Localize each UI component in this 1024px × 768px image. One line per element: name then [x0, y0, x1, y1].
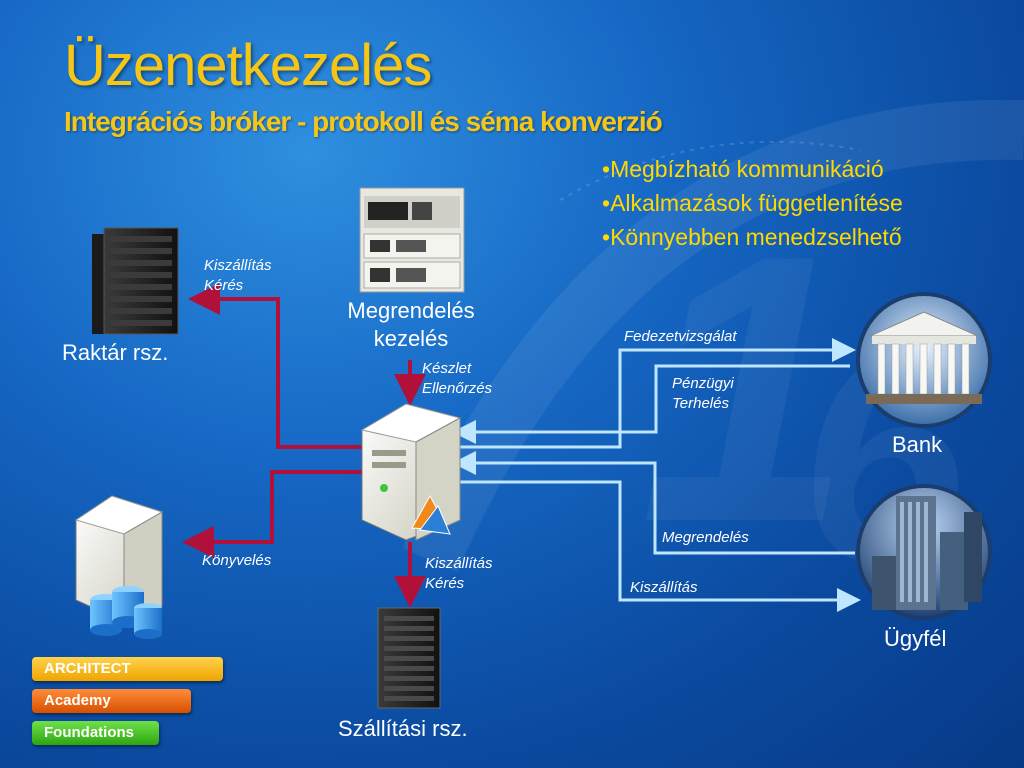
- order-processing-label-line2: kezelés: [373, 326, 449, 351]
- broker-server-icon: [360, 403, 462, 541]
- edge-label-accounting: Könyvelés: [202, 552, 272, 569]
- order-processing-equipment-icon: [359, 187, 465, 293]
- foundations-badge: Foundations: [32, 721, 159, 745]
- warehouse-server-icon: [92, 227, 179, 335]
- edge-label-shipping: Kiszállítás: [630, 579, 698, 596]
- bullet-item: Alkalmazások függetlenítése: [602, 186, 903, 220]
- slide-subtitle: Integrációs bróker - protokoll és séma k…: [64, 106, 663, 137]
- bullet-item: Könnyebben menedzselhető: [602, 220, 903, 254]
- edge-label-stock-check: Készlet Ellenőrzés: [422, 360, 493, 397]
- order-processing-label-line1: Megrendelés: [347, 298, 475, 323]
- edge-label-shipping-request-top: Kiszállítás Kérés: [204, 257, 272, 294]
- edge-label-financial-charge: Pénzügyi Terhelés: [672, 375, 734, 412]
- shipping-server-icon: [377, 607, 441, 709]
- client-label: Ügyfél: [884, 626, 947, 651]
- edge-label-order: Megrendelés: [662, 529, 749, 546]
- bullet-list: Megbízható kommunikáció Alkalmazások füg…: [602, 152, 903, 254]
- shipping-label: Szállítási rsz.: [338, 716, 468, 741]
- client-city-icon: [856, 484, 992, 620]
- bank-label: Bank: [892, 432, 943, 457]
- edge-label-shipping-request-bottom: Kiszállítás Kérés: [425, 555, 493, 592]
- accounting-database-icon: [74, 495, 164, 639]
- bullet-item: Megbízható kommunikáció: [602, 152, 903, 186]
- right-connectors: [452, 338, 861, 612]
- bank-building-icon: [856, 292, 992, 428]
- left-connectors: [182, 283, 426, 608]
- academy-badge: Academy: [32, 689, 191, 713]
- slide-title: Üzenetkezelés: [64, 33, 432, 98]
- architect-badge: ARCHITECT: [32, 657, 223, 681]
- warehouse-label: Raktár rsz.: [62, 340, 169, 365]
- edge-label-coverage-check: Fedezetvizsgálat: [624, 328, 737, 345]
